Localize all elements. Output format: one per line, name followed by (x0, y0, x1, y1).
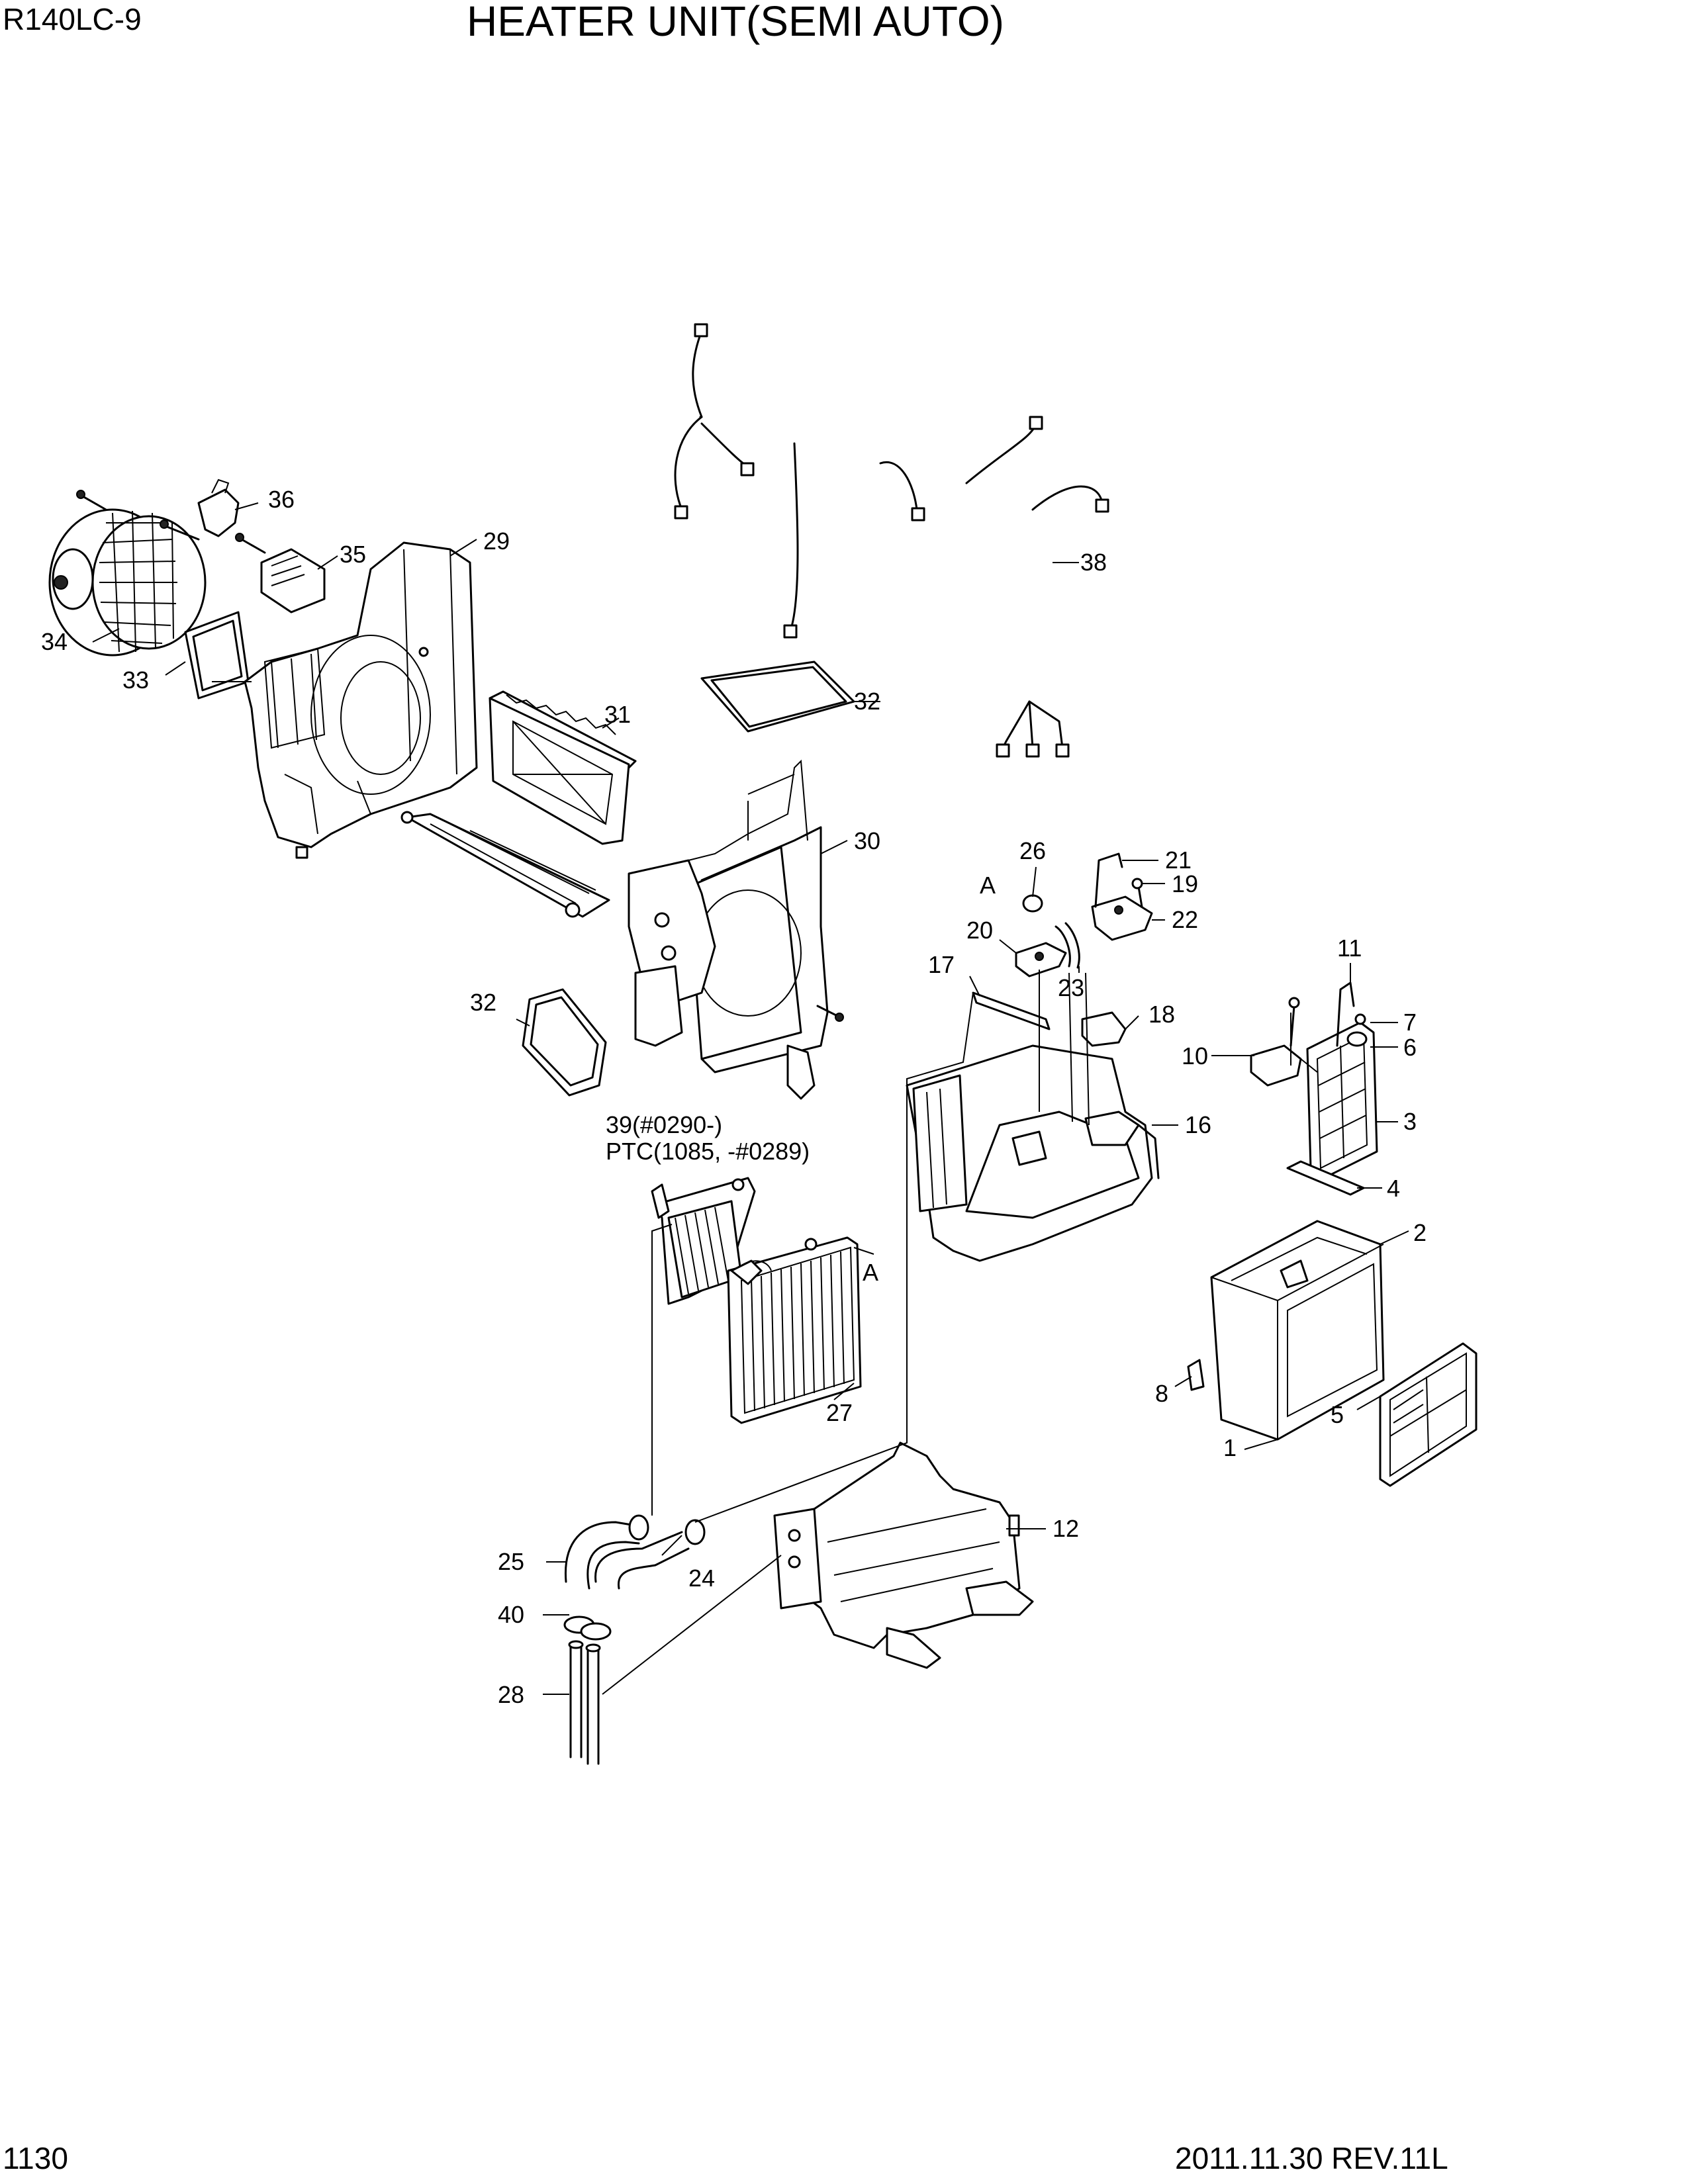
callout-23: 23 (1058, 974, 1084, 1001)
callout-34: 34 (41, 628, 68, 655)
callout-35: 35 (340, 541, 366, 568)
part-3-evaporator (1306, 1021, 1378, 1179)
callout-20: 20 (966, 917, 993, 944)
callout-36: 36 (268, 486, 295, 513)
part-filter-strip (400, 811, 610, 918)
part-40-clamps (563, 1615, 612, 1641)
part-23-hose (1055, 922, 1080, 969)
callout-2: 2 (1413, 1219, 1427, 1246)
callout-22: 22 (1172, 906, 1198, 933)
part-1-case-bottom (1210, 1220, 1385, 1441)
callout-12: 12 (1053, 1515, 1079, 1542)
part-21-tube (1094, 852, 1123, 908)
callout-32b: 32 (470, 989, 496, 1016)
callout-28: 28 (498, 1681, 524, 1708)
part-32-gasket-lower (522, 988, 607, 1097)
callout-29: 29 (483, 527, 510, 555)
callout-7: 7 (1403, 1009, 1417, 1036)
part-39-ptc-heater (651, 1177, 756, 1305)
callout-19: 19 (1172, 870, 1198, 897)
callout-11: 11 (1337, 934, 1362, 962)
part-29-blower-housing (244, 541, 478, 859)
leader-lines (92, 502, 1409, 1695)
part-34-blower-motor (48, 490, 207, 657)
callout-16: 16 (1185, 1111, 1211, 1138)
part-38-wiring-harness (674, 323, 1109, 758)
part-32-gasket-top (700, 660, 855, 733)
callout-17: 17 (928, 951, 955, 978)
callout-6: 6 (1403, 1034, 1417, 1061)
callout-18: 18 (1149, 1001, 1175, 1028)
part-26-clip (1022, 894, 1043, 913)
callout-39: 39(#0290-) (606, 1111, 722, 1138)
callout-25: 25 (498, 1548, 524, 1575)
part-17-bracket (972, 991, 1051, 1030)
part-35-actuator (235, 533, 326, 614)
part-24-hose (594, 1531, 690, 1590)
callout-40: 40 (498, 1601, 524, 1628)
part-27-heater-core (727, 1236, 862, 1424)
model-label: R140LC-9 (3, 2, 142, 36)
hose-clamps (628, 1514, 706, 1545)
page-number: 1130 (3, 2141, 68, 2175)
part-36-resistor (160, 478, 240, 541)
part-18-relay (1081, 1011, 1127, 1047)
callout-32a: 32 (854, 688, 880, 715)
callout-labels: 1 2 3 4 5 6 7 8 10 11 12 16 17 18 19 20 … (41, 486, 1427, 1708)
part-22-valve (1091, 895, 1153, 941)
part-6-nut (1346, 1031, 1368, 1047)
callout-ptc: PTC(1085, -#0289) (606, 1138, 810, 1165)
callout-33: 33 (122, 666, 149, 694)
part-16-case (906, 1044, 1160, 1262)
callout-3: 3 (1403, 1108, 1417, 1135)
callout-26: 26 (1019, 837, 1046, 864)
callout-10: 10 (1182, 1042, 1208, 1069)
part-31-filter-frame (489, 690, 637, 845)
page-title: HEATER UNIT(SEMI AUTO) (467, 0, 1004, 45)
part-28-pipes (568, 1640, 601, 1765)
revision-label: 2011.11.30 REV.11L (1175, 2141, 1448, 2175)
callout-21: 21 (1165, 846, 1192, 874)
part-8-clip (1187, 1359, 1205, 1391)
part-7-screw (1354, 1013, 1366, 1025)
callout-24: 24 (688, 1565, 715, 1592)
part-30-evaporator-case (628, 759, 844, 1100)
part-10-expansion-valve (1250, 997, 1302, 1087)
callout-30: 30 (854, 827, 880, 854)
part-5-filter (1379, 1342, 1477, 1487)
part-12-lower-case (773, 1441, 1034, 1669)
part-25-hose (564, 1521, 640, 1590)
part-20-sensor (1015, 942, 1067, 978)
callout-38: 38 (1080, 549, 1107, 576)
callout-8: 8 (1155, 1380, 1168, 1407)
part-33-gasket (184, 611, 250, 700)
callout-31: 31 (604, 701, 631, 728)
callout-27: 27 (826, 1399, 853, 1426)
callout-4: 4 (1387, 1175, 1400, 1202)
part-2-case-top (1231, 1236, 1368, 1289)
reference-a-1: A (980, 872, 996, 899)
callout-1: 1 (1223, 1434, 1237, 1461)
callout-5: 5 (1331, 1401, 1344, 1428)
reference-a-2: A (863, 1259, 878, 1286)
part-11-pipe (1336, 981, 1355, 1047)
